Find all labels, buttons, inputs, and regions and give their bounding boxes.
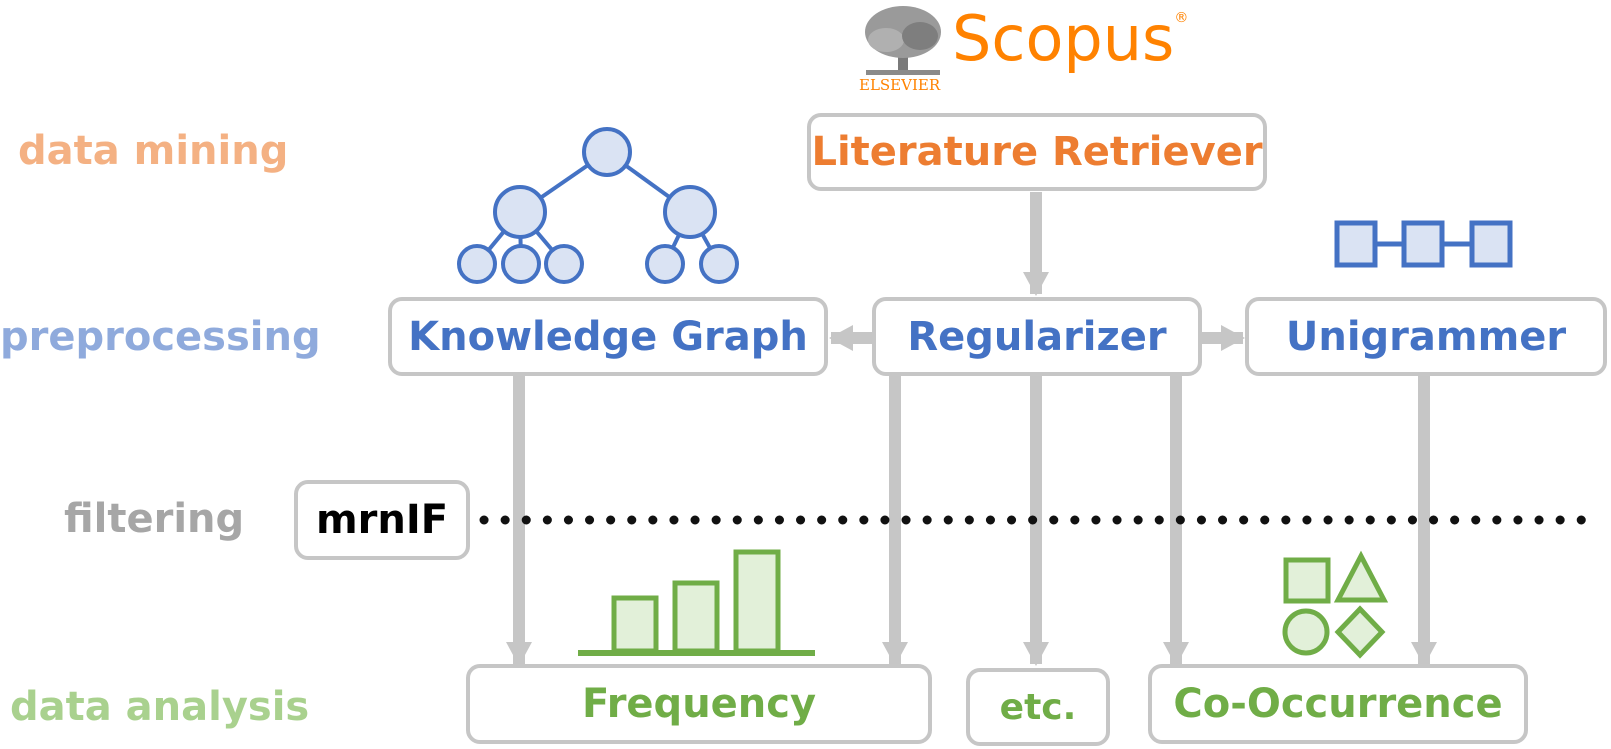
etc-box: etc. xyxy=(966,668,1110,746)
scopus-tree-logo xyxy=(865,6,941,75)
elsevier-brand: ELSEVIER xyxy=(859,76,941,94)
literature-retriever-box: Literature Retriever xyxy=(807,113,1267,191)
stage-label-data-mining: data mining xyxy=(18,128,289,174)
scopus-brand: Scopus® xyxy=(952,2,1189,75)
frequency-box: Frequency xyxy=(466,664,932,744)
unigrammer-box: Unigrammer xyxy=(1245,297,1607,376)
registered-mark: ® xyxy=(1174,10,1189,26)
co-occurrence-box: Co-Occurrence xyxy=(1148,664,1528,744)
regularizer-box: Regularizer xyxy=(872,297,1202,376)
tree-icon xyxy=(457,127,739,284)
shapes-icon xyxy=(1282,550,1389,659)
mrnif-box: mrnIF xyxy=(294,480,470,560)
stage-label-filtering: filtering xyxy=(64,496,245,542)
bar-chart-icon xyxy=(578,549,815,656)
knowledge-graph-box: Knowledge Graph xyxy=(388,297,828,376)
chain-icon xyxy=(1334,220,1513,268)
stage-label-preprocessing: preprocessing xyxy=(0,314,321,360)
stage-label-data-analysis: data analysis xyxy=(10,684,310,730)
